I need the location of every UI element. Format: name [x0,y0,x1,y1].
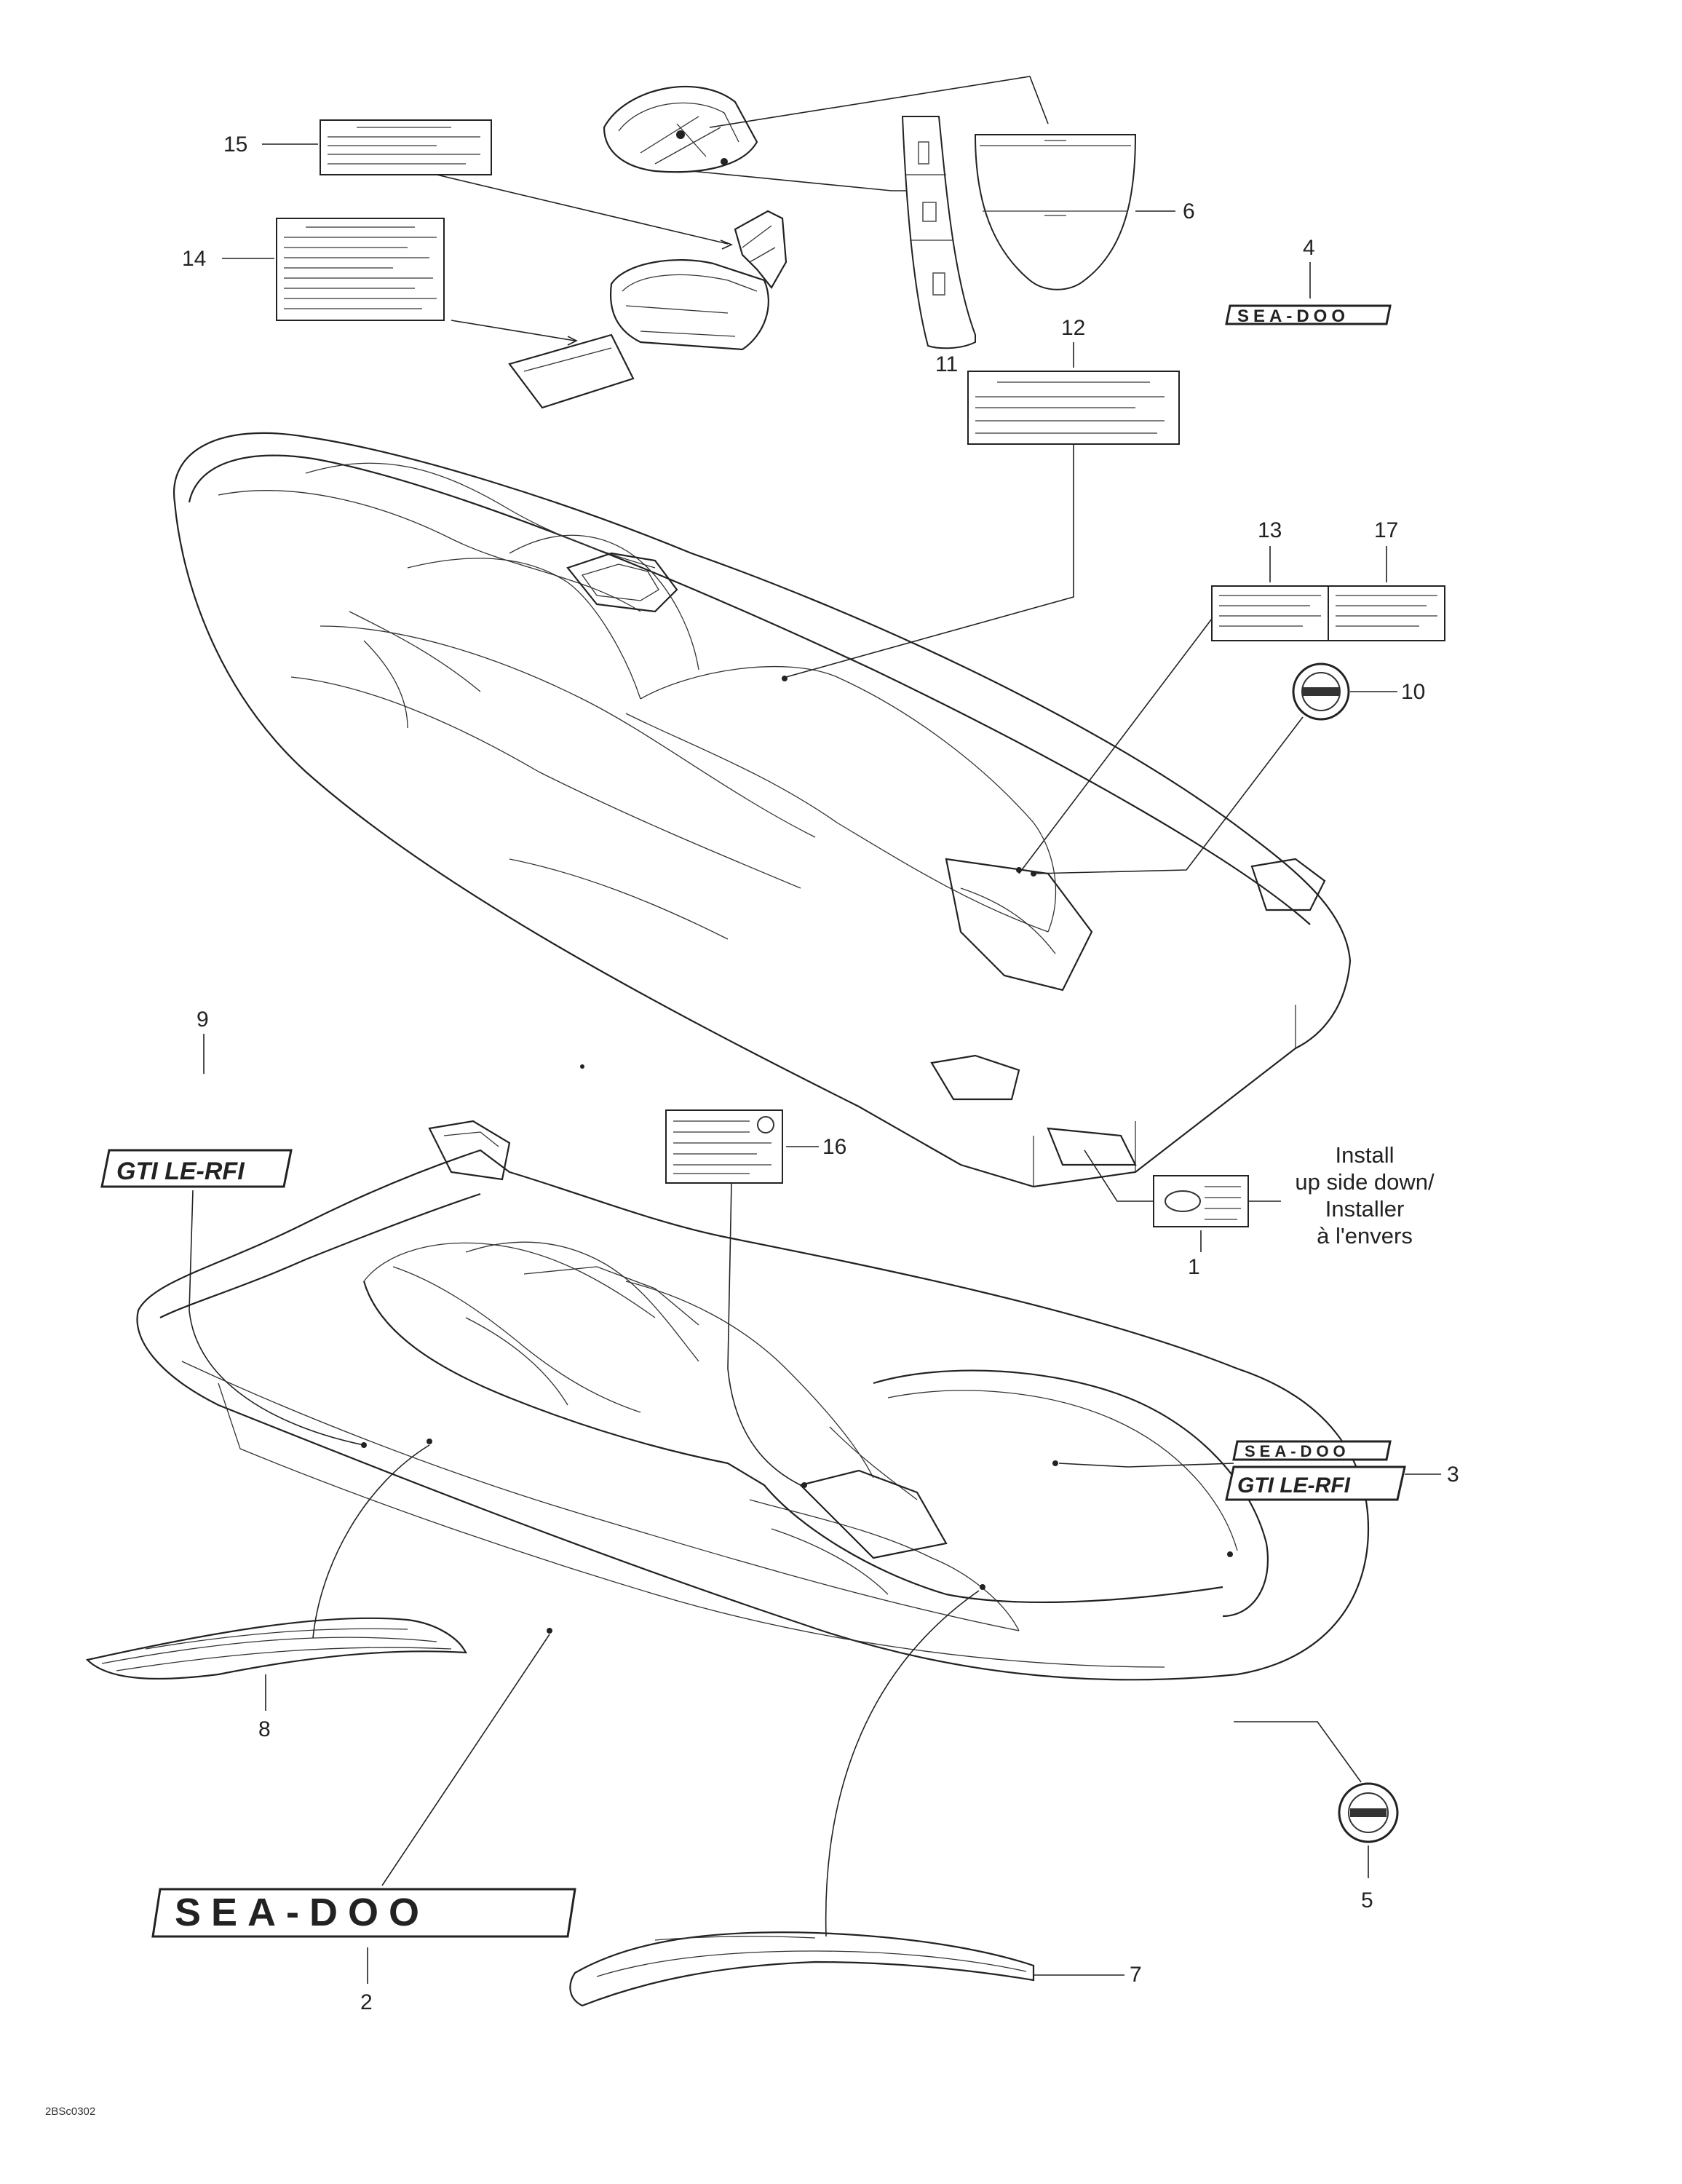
callout-14: 14 [182,247,206,271]
callout-12: 12 [1061,316,1085,340]
callout-3: 3 [1447,1463,1459,1487]
glove-box-insert-icon [734,210,788,289]
svg-text:SEA-DOO: SEA-DOO [175,1891,429,1934]
install-note-line-4: à l'envers [1317,1223,1413,1249]
callout-2: 2 [360,1990,373,2014]
decal-5-medallion-icon [1338,1782,1399,1843]
callout-10: 10 [1401,680,1425,704]
decal-16-spec-label [665,1109,783,1184]
decal-15-caution-label [320,119,492,175]
callout-13: 13 [1258,518,1282,542]
decal-17-label [1328,585,1445,641]
callout-15: 15 [223,132,247,157]
callout-17: 17 [1374,518,1398,542]
svg-text:GTI LE-RFI: GTI LE-RFI [116,1158,245,1185]
decal-14-warning-label [276,218,445,321]
install-note-line-1: Install [1336,1142,1395,1168]
callout-5: 5 [1361,1888,1373,1912]
install-note-line-2: up side down/ [1295,1169,1435,1195]
decal-3-logo-set: SEA-DOO GTI LE-RFI [1225,1440,1406,1501]
svg-text:SEA-DOO: SEA-DOO [1245,1442,1350,1460]
drawing-code: 2BSc0302 [45,2105,95,2118]
callout-4: 4 [1303,236,1315,260]
callout-6: 6 [1183,199,1195,223]
callout-1: 1 [1188,1255,1200,1279]
callout-16: 16 [822,1135,846,1159]
decal-12-battery-warning [967,371,1180,445]
decal-11-strip [901,116,976,349]
callout-7: 7 [1130,1963,1142,1987]
svg-text:GTI LE-RFI: GTI LE-RFI [1237,1473,1351,1497]
svg-text:SEA-DOO: SEA-DOO [1237,306,1349,326]
decal-1-install-label [1153,1175,1249,1227]
callout-11: 11 [935,352,958,376]
decal-8-stripe-icon [85,1617,467,1680]
lower-hull-icon [136,1120,1370,1681]
callout-9: 9 [197,1008,209,1032]
decal-6-shield [974,134,1137,290]
decal-7-stripe-icon [569,1931,1035,2007]
storage-bin-icon [508,259,769,409]
decal-13-label [1211,585,1329,641]
decal-2-brand-logo: SEA-DOO [151,1888,576,1938]
glove-box-cover-icon [603,85,758,173]
install-note: Install up side down/ Installer à l'enve… [1295,1142,1435,1249]
upper-hull-icon [172,432,1352,1188]
decal-10-medallion-icon [1292,662,1350,721]
decal-9-model-logo: GTI LE-RFI [100,1149,293,1188]
install-note-line-3: Installer [1325,1196,1405,1222]
decal-4-brand-logo: SEA-DOO [1225,304,1392,326]
callout-8: 8 [258,1717,271,1741]
